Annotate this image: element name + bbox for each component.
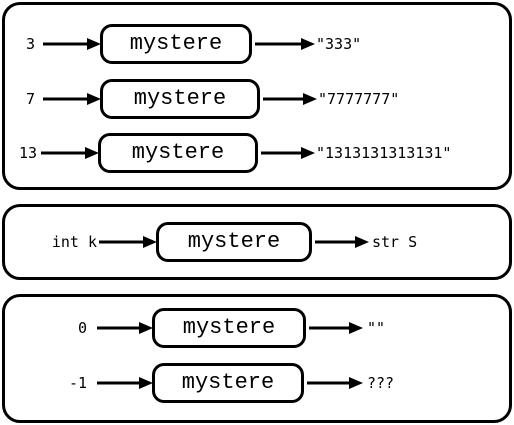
example-row-3: 3 mystere "333" <box>5 24 509 64</box>
example-row-13: 13 mystere "1313131313131" <box>5 133 509 173</box>
mystere-function-box: mystere <box>98 133 258 173</box>
output-arrow <box>261 147 315 159</box>
edge-row-neg1: -1 mystere ??? <box>5 363 509 403</box>
output-arrow <box>309 322 363 334</box>
input-arrow <box>41 147 99 159</box>
mystere-function-box: mystere <box>156 222 312 262</box>
output-label: "333" <box>316 35 362 53</box>
output-arrow <box>307 377 363 389</box>
mystere-function-box: mystere <box>152 308 306 348</box>
output-type-label: str S <box>372 233 418 251</box>
mystere-function-box: mystere <box>152 363 304 403</box>
examples-panel: 3 mystere "333" 7 mystere "7777777" 13 m… <box>2 2 512 190</box>
input-label: 13 <box>18 144 37 162</box>
output-label: ??? <box>367 374 395 392</box>
edge-row-0: 0 mystere "" <box>5 308 509 348</box>
output-arrow <box>263 93 317 105</box>
output-label: "" <box>367 319 386 337</box>
mystere-function-box: mystere <box>100 79 260 119</box>
input-label: 0 <box>77 319 87 337</box>
output-label: "7777777" <box>318 90 400 108</box>
input-arrow <box>43 93 101 105</box>
input-label: -1 <box>68 374 87 392</box>
signature-panel: int k mystere str S <box>2 204 512 280</box>
output-label: "1313131313131" <box>316 144 452 162</box>
edge-cases-panel: 0 mystere "" -1 mystere ??? <box>2 294 512 423</box>
input-arrow <box>99 236 157 248</box>
example-row-7: 7 mystere "7777777" <box>5 79 509 119</box>
output-arrow <box>255 38 315 50</box>
input-arrow <box>43 38 101 50</box>
input-label: 3 <box>25 35 35 53</box>
input-label: 7 <box>25 90 35 108</box>
signature-row: int k mystere str S <box>5 222 509 262</box>
input-type-label: int k <box>51 233 97 251</box>
mystere-function-box: mystere <box>100 24 252 64</box>
input-arrow <box>97 322 153 334</box>
output-arrow <box>315 236 369 248</box>
input-arrow <box>97 377 153 389</box>
